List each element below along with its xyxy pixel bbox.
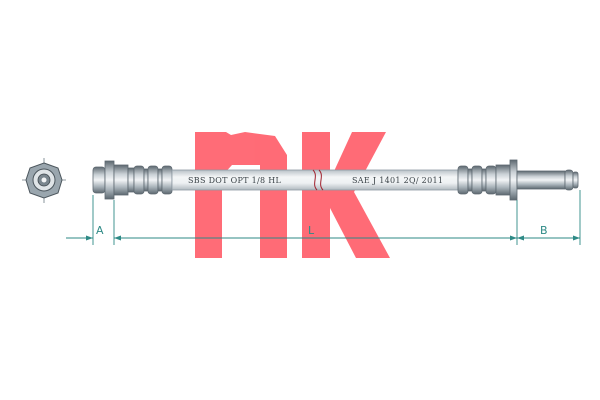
hex-nut-end-view-icon [22, 158, 66, 203]
left-fitting [92, 160, 173, 200]
hose-print-right: SAE J 1401 2Q/ 2011 [352, 176, 443, 185]
dimension-lines [66, 190, 581, 245]
dimension-a-label: A [96, 224, 104, 237]
right-fitting [457, 159, 579, 201]
dimension-b-label: B [540, 224, 548, 237]
hose-print-left: SBS DOT OPT 1/8 HL [188, 176, 282, 185]
nk-logo-icon [195, 132, 390, 258]
dimension-l-label: L [308, 224, 315, 237]
